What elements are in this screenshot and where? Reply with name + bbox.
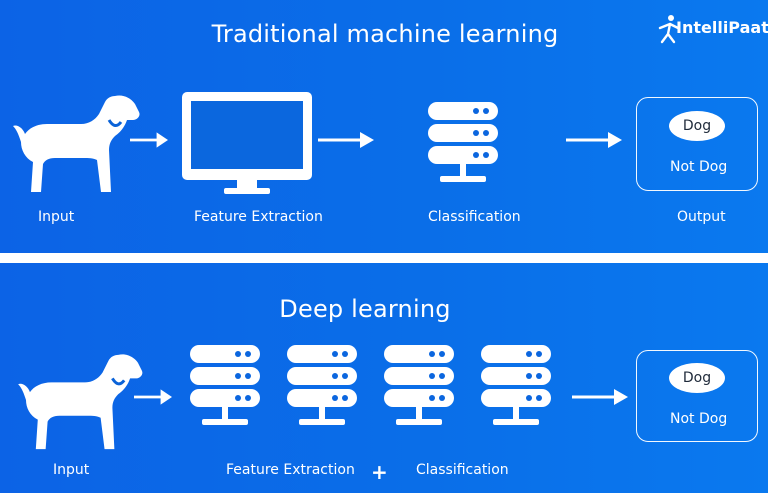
- not-dog-label: Not Dog: [670, 159, 728, 175]
- server-icon: [481, 345, 551, 425]
- plus-sign: +: [371, 460, 388, 484]
- arrow-right-icon: [130, 130, 168, 150]
- feature-extraction-label: Feature Extraction: [194, 209, 323, 225]
- feature-extraction-label: Feature Extraction: [226, 462, 355, 478]
- dog-icon: [16, 352, 144, 451]
- output-box: Dog Not Dog: [636, 97, 758, 191]
- classification-label: Classification: [428, 209, 521, 225]
- dog-result-badge: Dog: [669, 111, 725, 141]
- panel-title: Traditional machine learning: [211, 20, 559, 48]
- classification-label: Classification: [416, 462, 509, 478]
- traditional-ml-panel: Traditional machine learning IntelliPaat…: [0, 0, 768, 253]
- server-icon: [428, 102, 498, 182]
- server-icon: [190, 345, 260, 425]
- dog-result-badge: Dog: [669, 363, 725, 393]
- arrow-right-icon: [572, 389, 628, 405]
- arrow-right-icon: [566, 132, 622, 148]
- dog-icon: [11, 93, 142, 194]
- arrow-right-icon: [134, 387, 172, 407]
- deep-learning-panel: Deep learning Dog Not Dog Input Feature …: [0, 263, 768, 493]
- output-box: Dog Not Dog: [636, 350, 758, 442]
- input-label: Input: [53, 462, 90, 478]
- server-icon: [287, 345, 357, 425]
- panel-title: Deep learning: [279, 295, 451, 323]
- input-label: Input: [38, 209, 75, 225]
- not-dog-label: Not Dog: [670, 411, 728, 427]
- arrow-right-icon: [318, 132, 374, 148]
- logo-icon: [658, 15, 680, 44]
- monitor-icon: [182, 92, 312, 194]
- logo-text: IntelliPaat: [676, 18, 768, 37]
- server-icon: [384, 345, 454, 425]
- output-label: Output: [677, 209, 726, 225]
